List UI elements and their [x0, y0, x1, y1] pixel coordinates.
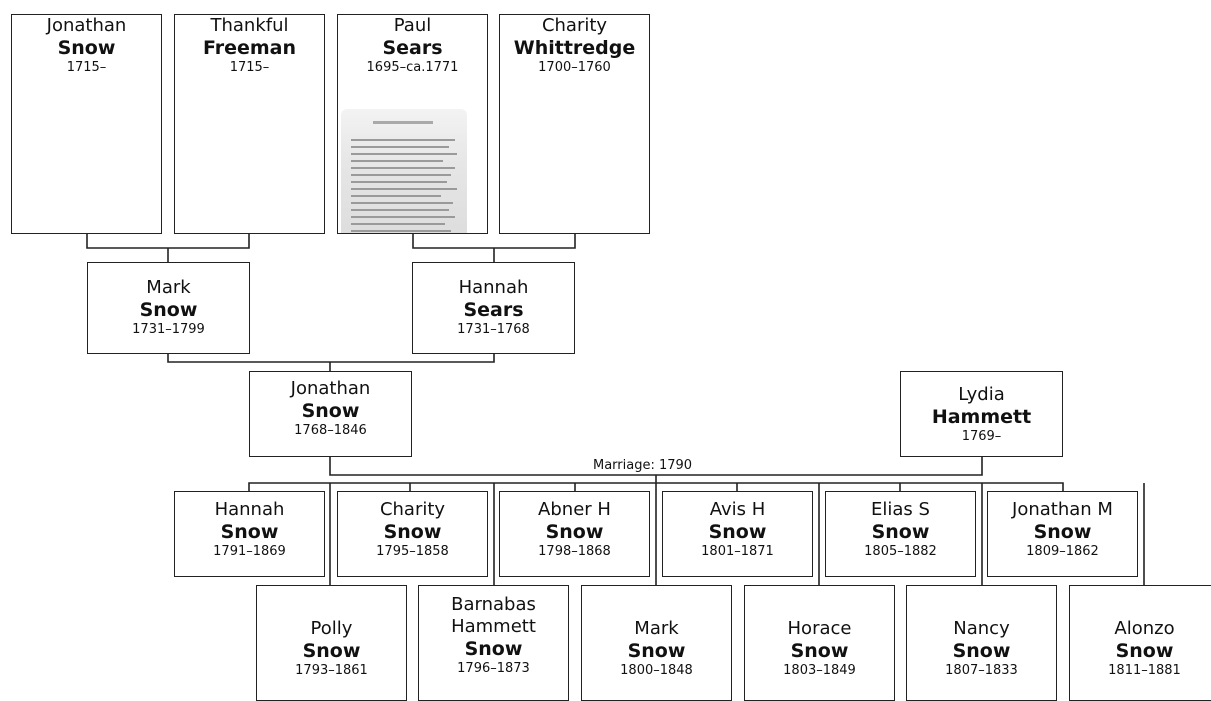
- person-card-elias-snow[interactable]: Elias S Snow 1805–1882: [825, 491, 976, 577]
- life-dates: 1695–ca.1771: [366, 60, 459, 75]
- given-name: Barnabas Hammett: [451, 594, 536, 637]
- given-name: Nancy: [953, 618, 1010, 639]
- surname: Snow: [790, 640, 849, 662]
- person-card-polly-snow[interactable]: Polly Snow 1793–1861: [256, 585, 407, 701]
- given-name: Elias S: [871, 499, 930, 520]
- given-name: Alonzo: [1114, 618, 1175, 639]
- person-card-mark-snow-1731[interactable]: Mark Snow 1731–1799: [87, 262, 250, 354]
- person-card-hannah-sears[interactable]: Hannah Sears 1731–1768: [412, 262, 575, 354]
- connector-grandparents: [167, 354, 495, 371]
- connector-children-bottom: [329, 483, 1145, 585]
- life-dates: 1796–1873: [457, 661, 530, 676]
- surname: Sears: [463, 299, 524, 321]
- given-name: Jonathan M: [1012, 499, 1113, 520]
- surname: Snow: [545, 521, 604, 543]
- life-dates: 1715–: [66, 60, 107, 75]
- surname: Snow: [952, 640, 1011, 662]
- life-dates: 1791–1869: [213, 544, 286, 559]
- given-name: Paul: [393, 15, 432, 36]
- person-card-charity-snow[interactable]: Charity Snow 1795–1858: [337, 491, 488, 577]
- person-card-jonathan-snow-1768[interactable]: Jonathan Snow 1768–1846: [249, 371, 412, 457]
- person-card-jonathan-snow-1715[interactable]: Jonathan Snow 1715–: [11, 14, 162, 234]
- person-card-mark-snow-1800[interactable]: Mark Snow 1800–1848: [581, 585, 732, 701]
- life-dates: 1803–1849: [783, 663, 856, 678]
- given-name: Charity: [379, 499, 446, 520]
- life-dates: 1795–1858: [376, 544, 449, 559]
- life-dates: 1731–1768: [457, 322, 530, 337]
- person-card-horace-snow[interactable]: Horace Snow 1803–1849: [744, 585, 895, 701]
- given-name: Hannah: [458, 277, 529, 298]
- life-dates: 1715–: [229, 60, 270, 75]
- surname: Snow: [220, 521, 279, 543]
- marriage-label: Marriage: 1790: [591, 458, 695, 474]
- person-card-hannah-snow[interactable]: Hannah Snow 1791–1869: [174, 491, 325, 577]
- life-dates: 1811–1881: [1108, 663, 1181, 678]
- given-name: Jonathan: [46, 15, 127, 36]
- surname: Sears: [382, 37, 443, 59]
- given-name: Jonathan: [290, 378, 371, 399]
- person-card-barnabas-snow[interactable]: Barnabas Hammett Snow 1796–1873: [418, 585, 569, 701]
- surname: Freeman: [202, 37, 297, 59]
- person-card-charity-whittredge[interactable]: Charity Whittredge 1700–1760: [499, 14, 650, 234]
- surname: Snow: [57, 37, 116, 59]
- life-dates: 1807–1833: [945, 663, 1018, 678]
- surname: Snow: [139, 299, 198, 321]
- surname: Snow: [302, 640, 361, 662]
- life-dates: 1809–1862: [1026, 544, 1099, 559]
- life-dates: 1800–1848: [620, 663, 693, 678]
- life-dates: 1801–1871: [701, 544, 774, 559]
- life-dates: 1769–: [961, 429, 1002, 444]
- surname: Snow: [383, 521, 442, 543]
- given-name: Polly: [310, 618, 353, 639]
- person-card-jonathan-m-snow[interactable]: Jonathan M Snow 1809–1862: [987, 491, 1138, 577]
- life-dates: 1798–1868: [538, 544, 611, 559]
- person-card-avis-snow[interactable]: Avis H Snow 1801–1871: [662, 491, 813, 577]
- surname: Snow: [1033, 521, 1092, 543]
- surname: Snow: [464, 638, 523, 660]
- life-dates: 1731–1799: [132, 322, 205, 337]
- life-dates: 1805–1882: [864, 544, 937, 559]
- connector-snow-freeman: [86, 234, 250, 262]
- connector-sears-whittredge: [412, 234, 576, 262]
- document-thumbnail[interactable]: [341, 109, 467, 233]
- given-name: Hannah: [214, 499, 285, 520]
- given-name: Abner H: [538, 499, 611, 520]
- surname: Snow: [708, 521, 767, 543]
- person-card-nancy-snow[interactable]: Nancy Snow 1807–1833: [906, 585, 1057, 701]
- surname: Snow: [301, 400, 360, 422]
- life-dates: 1768–1846: [294, 423, 367, 438]
- surname: Snow: [1115, 640, 1174, 662]
- person-card-thankful-freeman[interactable]: Thankful Freeman 1715–: [174, 14, 325, 234]
- given-name: Lydia: [958, 384, 1005, 405]
- surname: Whittredge: [513, 37, 636, 59]
- given-name: Mark: [634, 618, 679, 639]
- surname: Snow: [871, 521, 930, 543]
- surname: Snow: [627, 640, 686, 662]
- given-name: Avis H: [709, 499, 766, 520]
- given-name: Thankful: [210, 15, 289, 36]
- person-card-paul-sears[interactable]: Paul Sears 1695–ca.1771: [337, 14, 488, 234]
- surname: Hammett: [931, 406, 1032, 428]
- life-dates: 1700–1760: [538, 60, 611, 75]
- given-name: Charity: [541, 15, 608, 36]
- life-dates: 1793–1861: [295, 663, 368, 678]
- given-name: Horace: [787, 618, 852, 639]
- person-card-alonzo-snow[interactable]: Alonzo Snow 1811–1881: [1069, 585, 1211, 701]
- person-card-lydia-hammett[interactable]: Lydia Hammett 1769–: [900, 371, 1063, 457]
- given-name: Mark: [146, 277, 191, 298]
- person-card-abner-snow[interactable]: Abner H Snow 1798–1868: [499, 491, 650, 577]
